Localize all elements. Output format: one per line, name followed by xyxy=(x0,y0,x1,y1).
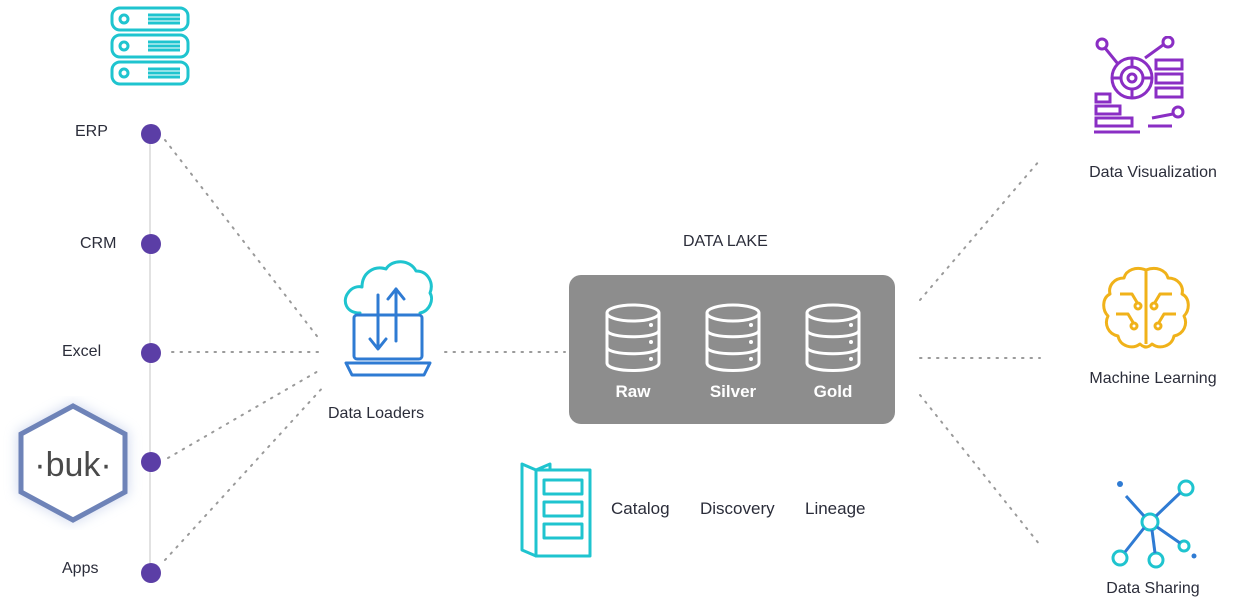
tier-label-gold: Gold xyxy=(813,382,853,401)
database-icon xyxy=(805,303,861,372)
data-visualization-icon xyxy=(1094,36,1185,134)
metadata-label-lineage: Lineage xyxy=(805,499,866,518)
data-lake-title: DATA LAKE xyxy=(683,233,768,250)
source-label-excel: Excel xyxy=(62,343,102,360)
source-dot-apps[interactable] xyxy=(141,563,161,583)
source-label-crm: CRM xyxy=(80,235,117,252)
server-stack-icon xyxy=(110,6,190,86)
source-label-apps: Apps xyxy=(62,560,99,577)
source-dot-erp[interactable] xyxy=(141,124,161,144)
documents-icon xyxy=(520,462,592,558)
data-sharing-network-icon xyxy=(1111,479,1197,569)
destination-label-visualization: Data Visualization xyxy=(1089,164,1217,181)
database-icon xyxy=(705,303,761,372)
cloud-upload-laptop-icon xyxy=(343,260,434,377)
source-dot-buk[interactable] xyxy=(141,452,161,472)
database-icon xyxy=(605,303,661,372)
data-lake-box xyxy=(569,275,895,424)
metadata-label-catalog: Catalog xyxy=(611,499,670,518)
data-loaders-label: Data Loaders xyxy=(328,405,425,422)
metadata-label-discovery: Discovery xyxy=(700,499,775,518)
tier-label-silver: Silver xyxy=(709,382,757,401)
svg-text:·buk·: ·buk· xyxy=(34,446,111,484)
destination-label-sharing: Data Sharing xyxy=(1106,580,1200,597)
destination-label-ml: Machine Learning xyxy=(1089,370,1217,387)
source-dot-excel[interactable] xyxy=(141,343,161,363)
buk-logo: ·buk· xyxy=(17,402,129,524)
source-label-erp: ERP xyxy=(75,123,108,140)
tier-label-raw: Raw xyxy=(615,382,651,401)
source-dot-crm[interactable] xyxy=(141,234,161,254)
machine-learning-brain-icon xyxy=(1102,266,1190,349)
